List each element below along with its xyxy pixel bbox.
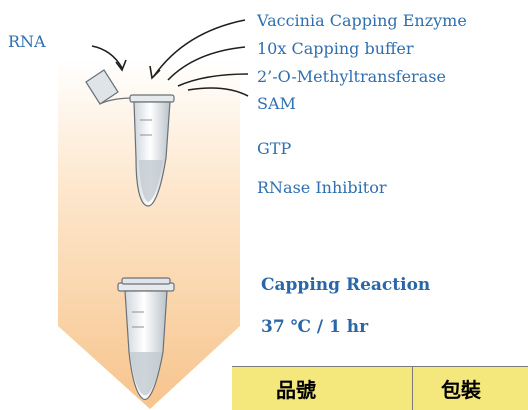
reagent-rnase-inhibitor: RNase Inhibitor: [257, 178, 387, 197]
product-table-header: 品號 包裝: [232, 366, 528, 410]
rna-arrow-icon: [91, 45, 123, 69]
reagent-gtp: GTP: [257, 139, 292, 158]
closed-tube-icon: [117, 277, 175, 401]
reagent-methyltransferase: 2’-O-Methyltransferase: [257, 67, 446, 86]
header-cell-package: 包裝: [441, 378, 481, 402]
reaction-title: Capping Reaction: [261, 275, 431, 295]
reaction-arrow-background: [58, 60, 240, 409]
open-tube-icon: [85, 69, 175, 207]
reagent-vaccinia-capping-enzyme: Vaccinia Capping Enzyme: [257, 11, 467, 30]
reaction-condition: 37 ℃ / 1 hr: [261, 317, 369, 337]
rna-label: RNA: [8, 32, 46, 51]
reagent-sam: SAM: [257, 94, 296, 113]
addition-arrows: [91, 19, 249, 97]
header-cell-product-no: 品號: [232, 367, 413, 410]
reagent-arrow-icon: [153, 19, 246, 77]
reagent-capping-buffer: 10x Capping buffer: [257, 39, 414, 58]
